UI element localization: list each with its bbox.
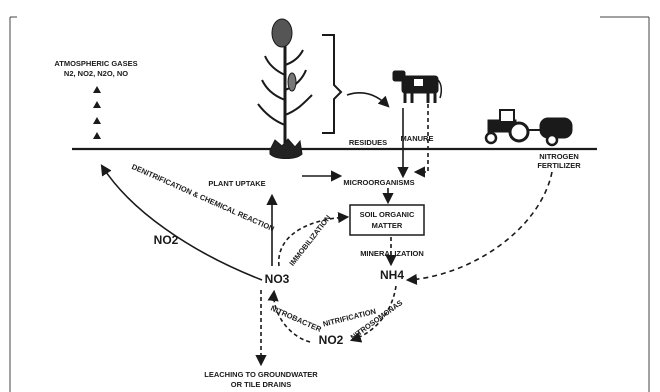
nh4-node: NH4 <box>380 268 404 282</box>
fertilizer-to-nh4-arrow <box>408 172 552 280</box>
atmospheric-gases-list: N2, NO2, N2O, NO <box>64 69 128 78</box>
denitrification-label: DENITRIFICATION & CHEMICAL REACTION <box>130 162 275 233</box>
leaching-label-line1: LEACHING TO GROUNDWATER <box>204 370 318 379</box>
atmospheric-gases-title: ATMOSPHERIC GASES <box>54 59 137 68</box>
immobilization-label: IMMOBILIZATION <box>287 213 332 267</box>
bracket-to-cow-arrow <box>347 93 388 106</box>
nitrobacter-label: NITROBACTER <box>269 304 323 335</box>
residues-label: RESIDUES <box>349 138 387 147</box>
corn-plant-icon <box>258 19 312 159</box>
microorganisms-label: MICROORGANISMS <box>343 178 414 187</box>
crop-bracket <box>322 35 341 133</box>
leaching-label-line2: OR TILE DRAINS <box>231 380 291 389</box>
soil-organic-matter-label-line1: SOIL ORGANIC <box>360 210 415 219</box>
cow-icon <box>393 71 441 103</box>
nitrogen-fertilizer-label-line2: FERTILIZER <box>537 161 581 170</box>
nitrogen-fertilizer-label-line1: NITROGEN <box>539 152 579 161</box>
plant-uptake-label: PLANT UPTAKE <box>208 179 265 188</box>
mineralization-label: MINERALIZATION <box>360 249 424 258</box>
tractor-icon <box>486 110 572 145</box>
no2-bottom-node: NO2 <box>319 333 344 347</box>
soil-organic-matter-box: SOIL ORGANIC MATTER <box>350 205 424 235</box>
rising-gas-arrows <box>93 86 101 139</box>
soil-organic-matter-label-line2: MATTER <box>372 221 403 230</box>
no3-node: NO3 <box>265 272 290 286</box>
